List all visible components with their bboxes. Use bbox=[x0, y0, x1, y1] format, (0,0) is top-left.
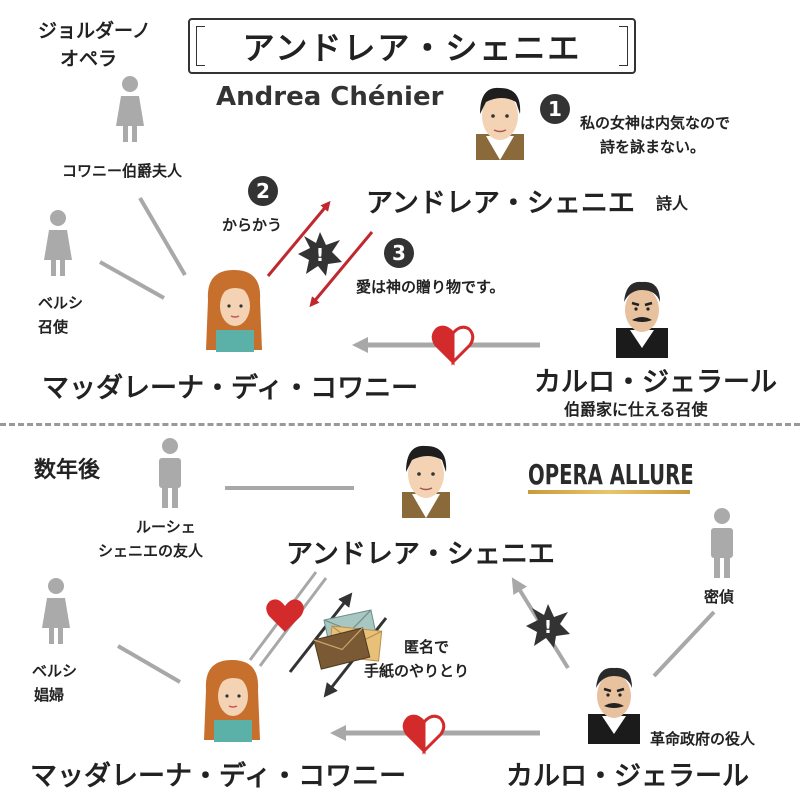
bersi-name-later: ベルシ bbox=[32, 662, 78, 680]
countess-connector bbox=[138, 196, 187, 277]
spy-connector bbox=[652, 610, 716, 678]
andrea-role: 詩人 bbox=[656, 194, 689, 213]
conflict-burst-icon-later: ! bbox=[526, 604, 570, 648]
conflict-burst-icon: ! bbox=[298, 232, 342, 276]
genre-line-1: ジョルダーノ bbox=[38, 20, 151, 42]
roucher-man-icon bbox=[159, 438, 181, 508]
section-divider bbox=[0, 423, 800, 426]
bersi-connector bbox=[99, 260, 165, 300]
love-gift-arrow bbox=[309, 231, 374, 308]
svg-text:!: ! bbox=[316, 245, 324, 266]
heart-icon bbox=[266, 599, 304, 632]
maddalena-portrait bbox=[206, 270, 262, 352]
letter-arrow-up bbox=[288, 592, 353, 673]
quote-2-text: からかう bbox=[222, 216, 283, 234]
subtitle-english: Andrea Chénier bbox=[216, 82, 444, 112]
andrea-name-later: アンドレア・シェニエ bbox=[286, 539, 555, 570]
tease-arrow bbox=[266, 200, 331, 277]
letters-line-1: 匿名で bbox=[404, 638, 450, 656]
carlo-role-later: 革命政府の役人 bbox=[650, 730, 756, 748]
quote-3-number: 3 bbox=[384, 238, 414, 268]
andrea-portrait-later bbox=[402, 445, 450, 518]
genre-line-2: オペラ bbox=[60, 48, 118, 70]
maddalena-name-later: マッダレーナ・ディ・コワニー bbox=[30, 761, 407, 792]
countess-woman-icon bbox=[116, 76, 144, 142]
years-later-label: 数年後 bbox=[34, 458, 101, 483]
carlo-portrait bbox=[616, 281, 668, 358]
andrea-name: アンドレア・シェニエ bbox=[366, 188, 635, 219]
bersi-name: ベルシ bbox=[38, 294, 84, 312]
andrea-portrait bbox=[476, 87, 524, 160]
quote-1-line-1: 私の女神は内気なので bbox=[580, 114, 731, 132]
spy-man-icon bbox=[711, 508, 733, 578]
half-heart-icon bbox=[431, 325, 475, 366]
bersi-woman-icon-later bbox=[42, 578, 70, 644]
letters-line-2: 手紙のやりとり bbox=[364, 662, 470, 680]
spy-label: 密偵 bbox=[704, 588, 735, 606]
countess-label: コワニー伯爵夫人 bbox=[62, 162, 183, 180]
bersi-connector-later bbox=[116, 644, 182, 684]
carlo-name-later: カルロ・ジェラール bbox=[506, 761, 749, 792]
bersi-role-later: 娼婦 bbox=[34, 686, 65, 704]
carlo-role: 伯爵家に仕える召使 bbox=[564, 400, 708, 419]
maddalena-name: マッダレーナ・ディ・コワニー bbox=[42, 373, 419, 404]
quote-2-number: 2 bbox=[248, 176, 278, 206]
roucher-role: シェニエの友人 bbox=[98, 542, 204, 560]
brand-logo: OPERA ALLURE bbox=[528, 458, 694, 491]
half-heart-icon-later bbox=[402, 714, 446, 755]
quote-3-text: 愛は神の贈り物です。 bbox=[356, 278, 505, 296]
bersi-role: 召使 bbox=[38, 318, 69, 336]
carlo-name: カルロ・ジェラール bbox=[534, 367, 777, 398]
page-title: アンドレア・シェニエ bbox=[242, 29, 582, 67]
quote-1-line-2: 詩を詠まない。 bbox=[600, 138, 706, 156]
carlo-portrait-later bbox=[588, 667, 640, 744]
bersi-woman-icon bbox=[44, 210, 72, 276]
svg-text:!: ! bbox=[544, 617, 552, 638]
title-frame: アンドレア・シェニエ bbox=[188, 18, 636, 74]
quote-1-number: 1 bbox=[540, 94, 570, 124]
brand-underline bbox=[528, 490, 690, 494]
envelope-icon bbox=[313, 609, 383, 670]
maddalena-portrait-later bbox=[204, 660, 260, 742]
roucher-name: ルーシェ bbox=[136, 518, 196, 536]
